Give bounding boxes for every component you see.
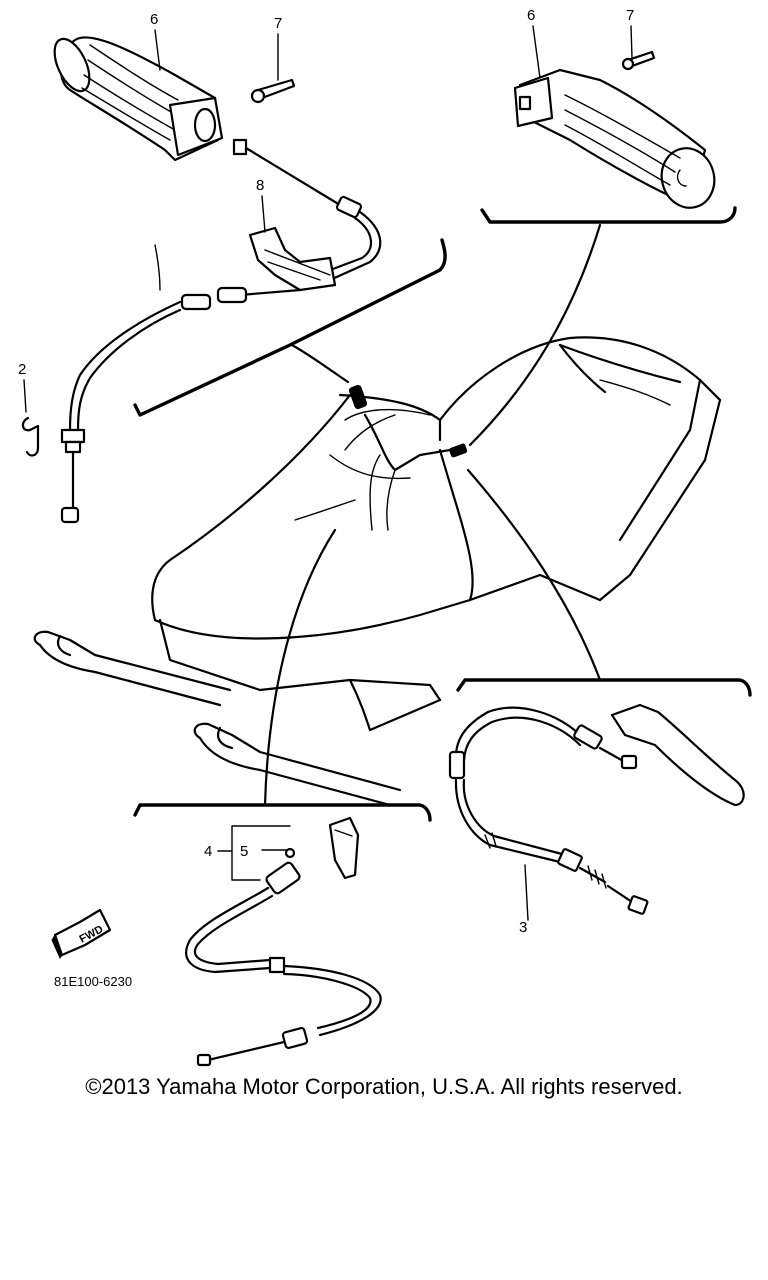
callout-4: 4 xyxy=(204,843,212,860)
panel-bracket-top-left xyxy=(133,238,447,417)
screw-right xyxy=(621,50,656,71)
snowmobile-illustration xyxy=(33,336,722,807)
callout-3: 3 xyxy=(519,919,527,936)
panel-bracket-top-right xyxy=(480,206,737,224)
callouts: 6 7 8 2 6 7 4 5 3 81E100-6230 xyxy=(18,7,634,989)
copyright-notice: ©2013 Yamaha Motor Corporation, U.S.A. A… xyxy=(85,1074,683,1099)
callout-6-left: 6 xyxy=(150,11,158,28)
throttle-cable-assembly xyxy=(60,138,382,524)
callout-5: 5 xyxy=(240,843,248,860)
leader-top-right xyxy=(468,223,602,447)
left-handlebar-grip xyxy=(53,36,224,162)
brake-cable-assembly xyxy=(448,703,745,921)
leader-bottom-center xyxy=(263,528,337,807)
callout-7-right: 7 xyxy=(626,7,634,24)
leader-top-left xyxy=(290,343,350,384)
panel-bracket-bottom-center xyxy=(133,803,432,822)
callout-6-right: 6 xyxy=(527,7,535,24)
panel-bracket-bottom-right xyxy=(456,678,752,697)
callout-7-left: 7 xyxy=(274,15,282,32)
cable-clip xyxy=(21,416,40,457)
forward-direction-arrow: FWD xyxy=(51,908,112,960)
choke-cable-assembly xyxy=(185,816,382,1067)
callout-2: 2 xyxy=(18,361,26,378)
screw-left xyxy=(250,78,296,104)
diagram-code: 81E100-6230 xyxy=(54,974,132,989)
right-handlebar-grip xyxy=(513,68,716,209)
body-cable-routing xyxy=(348,384,468,531)
callout-8: 8 xyxy=(256,177,264,194)
leader-bottom-right xyxy=(466,468,602,682)
